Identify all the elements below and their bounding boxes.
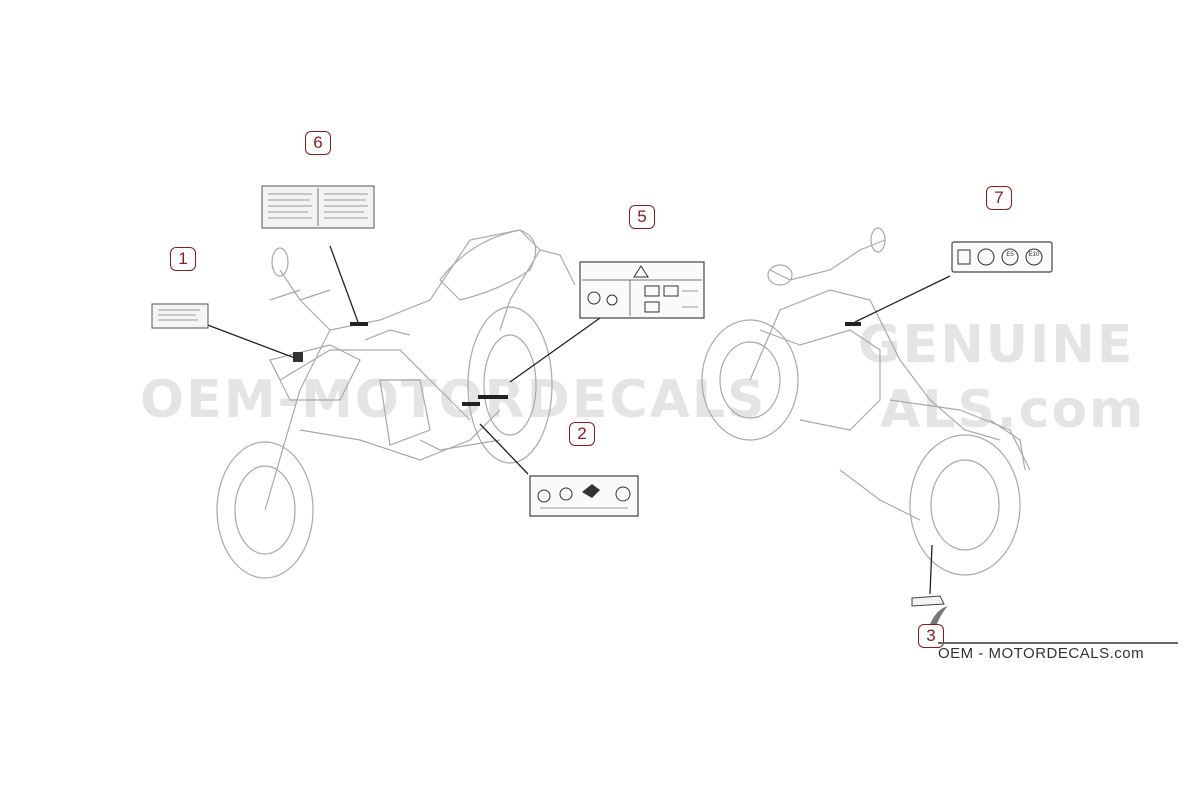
decal-marker-7 [845,322,861,326]
callout-1: 1 [170,247,196,271]
left-motorcycle-sketch [216,229,576,579]
decal-6-diagram [261,185,375,229]
leader-line-5 [509,317,601,383]
decal-markers [293,322,861,406]
background-watermark-left: OEM-MOTORDECALS [140,370,767,430]
decal-marker-1 [293,352,303,362]
background-watermark-right-2: ALS.com [880,380,1146,440]
decal-5-diagram [579,261,705,319]
callout-5: 5 [629,205,655,229]
right-motorcycle-sketch [701,227,1031,576]
leader-line-1 [204,323,296,359]
callout-6: 6 [305,131,331,155]
watermark-text: OEM - MOTORDECALS.com [938,645,1145,662]
decal-marker-5 [478,395,508,399]
leader-line-2 [479,423,529,475]
leader-line-6 [329,245,359,323]
decal-2-diagram [529,475,639,517]
watermark-underline [938,642,1178,644]
decal-7-badge-e10: E10 [1028,252,1040,258]
decal-7-badge-e5: E5 [1006,252,1014,258]
callout-2: 2 [569,422,595,446]
decal-7-diagram [951,241,1053,273]
leader-line-7 [854,275,951,323]
leader-lines [204,245,951,595]
leader-line-3 [929,544,933,595]
decal-1-diagram [151,303,209,329]
callout-3: 3 [918,624,944,648]
decal-marker-6 [350,322,368,326]
decal-marker-2 [462,402,480,406]
callout-7: 7 [986,186,1012,210]
